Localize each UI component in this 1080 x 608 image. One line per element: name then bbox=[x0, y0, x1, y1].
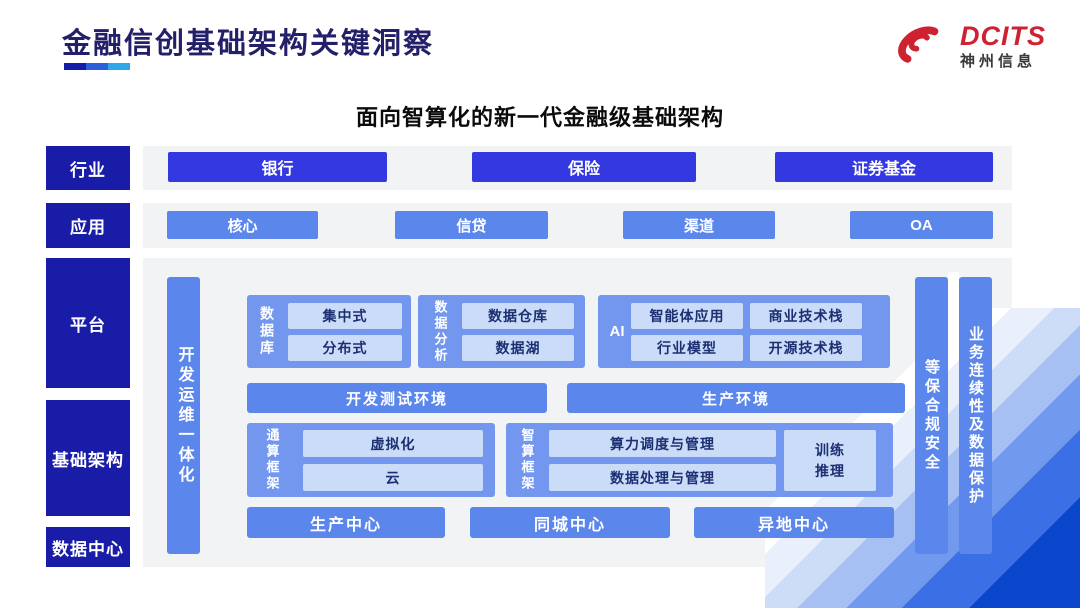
layer-label-application: 应用 bbox=[46, 203, 130, 248]
analytics-section-label-wrap: 数据分析 bbox=[418, 295, 462, 368]
application-item-channel: 渠道 bbox=[623, 211, 775, 239]
industry-item-securities: 证券基金 bbox=[775, 152, 993, 182]
general-item-cloud: 云 bbox=[303, 464, 483, 491]
devops-bar-label: 开发运维一体化 bbox=[175, 345, 193, 486]
business-continuity-label: 业务连续性及数据保护 bbox=[967, 325, 984, 506]
general-compute-label-wrap: 通算框架 bbox=[247, 423, 297, 497]
smart-item-data-mgmt: 数据处理与管理 bbox=[549, 464, 776, 491]
layer-label-datacenter: 数据中心 bbox=[46, 527, 130, 567]
industry-item-insurance: 保险 bbox=[472, 152, 696, 182]
ai-item-commercial-stack: 商业技术栈 bbox=[750, 303, 862, 329]
company-logo: DCITS 神州信息 bbox=[890, 16, 1046, 75]
industry-item-bank: 银行 bbox=[168, 152, 387, 182]
smart-compute-label-wrap: 智算框架 bbox=[506, 423, 548, 497]
center-production: 生产中心 bbox=[247, 507, 445, 538]
smart-compute-section: 智算框架 算力调度与管理 数据处理与管理 训练 推理 bbox=[506, 423, 893, 497]
underline-segment-dark bbox=[64, 63, 86, 70]
smart-item-scheduling: 算力调度与管理 bbox=[549, 430, 776, 457]
smart-item-train-inference: 训练 推理 bbox=[784, 430, 876, 491]
layer-label-platform: 平台 bbox=[46, 258, 130, 388]
underline-segment-light bbox=[108, 63, 130, 70]
logo-brand-text: DCITS bbox=[960, 20, 1046, 51]
ai-item-industry-models: 行业模型 bbox=[631, 335, 743, 361]
analytics-section-label: 数据分析 bbox=[432, 299, 448, 364]
database-section: 数据库 集中式 分布式 bbox=[247, 295, 411, 368]
application-item-core: 核心 bbox=[167, 211, 318, 239]
business-continuity-bar: 业务连续性及数据保护 bbox=[959, 277, 992, 554]
devops-bar: 开发运维一体化 bbox=[167, 277, 200, 554]
ai-item-agent-apps: 智能体应用 bbox=[631, 303, 743, 329]
layer-label-industry: 行业 bbox=[46, 146, 130, 190]
general-item-virtualization: 虚拟化 bbox=[303, 430, 483, 457]
security-compliance-bar: 等保合规安全 bbox=[915, 277, 948, 554]
general-compute-section: 通算框架 虚拟化 云 bbox=[247, 423, 495, 497]
production-environment-band: 生产环境 bbox=[567, 383, 905, 413]
ai-item-opensource-stack: 开源技术栈 bbox=[750, 335, 862, 361]
center-same-city: 同城中心 bbox=[470, 507, 670, 538]
center-remote: 异地中心 bbox=[694, 507, 894, 538]
ai-section-label: AI bbox=[609, 323, 625, 340]
page-title: 金融信创基础架构关键洞察 bbox=[62, 28, 435, 60]
swirl-logo-icon bbox=[890, 16, 952, 75]
logo-company-text: 神州信息 bbox=[960, 52, 1037, 70]
database-section-label: 数据库 bbox=[259, 306, 275, 357]
database-section-label-wrap: 数据库 bbox=[247, 295, 287, 368]
database-item-distributed: 分布式 bbox=[288, 335, 402, 361]
application-item-credit: 信贷 bbox=[395, 211, 548, 239]
layer-label-infrastructure: 基础架构 bbox=[46, 400, 130, 516]
application-item-oa: OA bbox=[850, 211, 993, 239]
ai-section: AI 智能体应用 商业技术栈 行业模型 开源技术栈 bbox=[598, 295, 890, 368]
dev-test-environment-band: 开发测试环境 bbox=[247, 383, 547, 413]
analytics-item-lake: 数据湖 bbox=[462, 335, 574, 361]
smart-compute-label: 智算框架 bbox=[519, 428, 535, 492]
security-compliance-label: 等保合规安全 bbox=[923, 358, 940, 473]
diagram-subtitle: 面向智算化的新一代金融级基础架构 bbox=[355, 105, 724, 130]
analytics-section: 数据分析 数据仓库 数据湖 bbox=[418, 295, 585, 368]
analytics-item-warehouse: 数据仓库 bbox=[462, 303, 574, 329]
title-underline bbox=[64, 63, 130, 70]
general-compute-label: 通算框架 bbox=[264, 428, 280, 492]
underline-segment-medium bbox=[86, 63, 108, 70]
database-item-centralized: 集中式 bbox=[288, 303, 402, 329]
